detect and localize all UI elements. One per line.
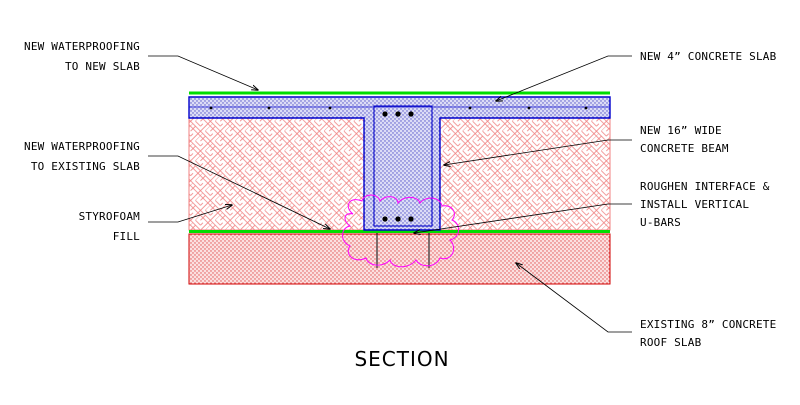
vertical-u-bars: [376, 233, 430, 268]
leader-wp-new-slab: [148, 55, 258, 90]
styrofoam-fill-right: [439, 117, 611, 231]
slab-rebar: [209, 106, 588, 110]
label-new-slab: NEW 4” CONCRETE SLAB: [640, 50, 777, 63]
label-roughen-3: U-BARS: [640, 216, 681, 229]
leader-lines: [148, 55, 632, 333]
label-roughen-2: INSTALL VERTICAL: [640, 198, 749, 211]
beam-rebar: [382, 111, 414, 222]
leader-wp-existing: [148, 155, 330, 229]
beam-stirrup: [373, 105, 433, 227]
label-styrofoam-1: STYROFOAM: [79, 210, 141, 223]
leader-styrofoam: [148, 205, 232, 223]
label-wp-existing-1: NEW WATERPROOFING: [24, 140, 140, 153]
leader-new-slab: [496, 55, 632, 101]
label-beam-2: CONCRETE BEAM: [640, 142, 729, 155]
label-existing-2: ROOF SLAB: [640, 336, 702, 349]
section-title: SECTION: [354, 347, 449, 371]
label-existing-1: EXISTING 8” CONCRETE: [640, 318, 776, 331]
leader-existing-slab: [516, 263, 632, 333]
new-concrete-slab-and-beam: [188, 96, 611, 231]
label-styrofoam-2: FILL: [113, 230, 140, 243]
styrofoam-fill-left: [188, 117, 365, 231]
label-beam-1: NEW 16” WIDE: [640, 124, 722, 137]
label-wp-new-slab-2: TO NEW SLAB: [65, 60, 140, 73]
label-roughen-1: ROUGHEN INTERFACE &: [640, 180, 770, 193]
existing-roof-slab: [188, 233, 611, 285]
roughen-interface-cloud: [342, 194, 459, 268]
leader-roughen: [414, 203, 632, 233]
label-wp-new-slab-1: NEW WATERPROOFING: [24, 40, 140, 53]
leader-beam: [444, 139, 632, 165]
label-wp-existing-2: TO EXISTING SLAB: [31, 160, 140, 173]
